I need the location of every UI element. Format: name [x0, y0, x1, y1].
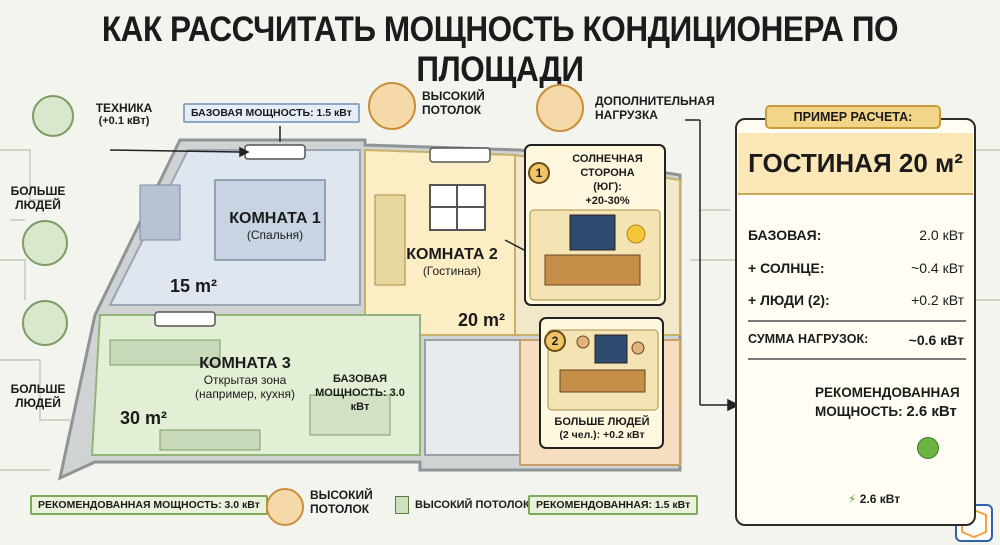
divider-2 — [748, 358, 966, 360]
page-title: КАК РАССЧИТАТЬ МОЩНОСТЬ КОНДИЦИОНЕРА ПО … — [101, 10, 899, 89]
room3-label: КОМНАТА 3 Открытая зона (например, кухня… — [195, 355, 295, 401]
monitor-icon — [569, 214, 616, 251]
people-group-icon — [368, 82, 416, 130]
room1-area: 15 m² — [170, 276, 218, 296]
wardrobe — [139, 184, 181, 241]
room2-recommended-tag: РЕКОМЕНДОВАННАЯ: 1.5 кВт — [528, 495, 699, 515]
more-people-callout: БОЛЬШЕ ЛЮДЕЙ (2 чел.): +0.2 кВт — [554, 416, 650, 441]
room3-base-power: БАЗОВАЯ МОЩНОСТЬ: 3.0 кВт — [315, 373, 405, 413]
callout-1-badge: 1 — [528, 162, 550, 184]
lightning-icon — [917, 437, 939, 459]
bolt-icon: ⚡ — [848, 492, 857, 506]
desk — [544, 254, 641, 286]
room3-recommended-tag: РЕКОМЕНДОВАННАЯ МОЩНОСТЬ: 3.0 кВт — [30, 495, 268, 515]
high-ceiling-bottom-label: ВЫСОКИЙ ПОТОЛОК — [310, 488, 373, 516]
bed — [214, 179, 326, 261]
high-ceiling-inline-label: ВЫСОКИЙ ПОТОЛОК — [415, 499, 530, 511]
corridor — [424, 339, 521, 456]
base-power-tag: БАЗОВАЯ МОЩНОСТЬ: 1.5 кВт — [183, 103, 360, 123]
kitchen-counter — [109, 339, 221, 366]
divider — [748, 320, 966, 322]
ac-room2 — [429, 147, 491, 163]
technics-label: ТЕХНИКА (+0.1 кВт) — [95, 101, 153, 127]
ac-room1 — [244, 144, 306, 160]
building-icon — [395, 496, 409, 514]
example-tag: ПРИМЕР РАСЧЕТА: — [765, 105, 941, 129]
high-ceiling-label: ВЫСОКИЙ ПОТОЛОК — [422, 89, 485, 117]
more-people-label-2: БОЛЬШЕ ЛЮДЕЙ — [10, 382, 66, 410]
room3-area: 30 m² — [120, 408, 168, 428]
extra-load-label: ДОПОЛНИТЕЛЬНАЯ НАГРУЗКА — [595, 94, 715, 122]
example-head: ГОСТИНАЯ 20 м² — [738, 133, 973, 195]
people-bottom-icon — [266, 488, 304, 526]
people-icon — [22, 220, 68, 266]
ac-power-label: ⚡ 2.6 кВт — [848, 492, 901, 506]
ceiling-arrows-icon — [22, 300, 68, 346]
monitor2-icon — [594, 334, 628, 364]
sofa — [374, 194, 406, 286]
recommended-power: РЕКОМЕНДОВАННАЯ МОЩНОСТЬ: 2.6 кВт — [815, 385, 960, 420]
room2-area: 20 m² — [458, 310, 506, 330]
dining-table — [309, 394, 391, 436]
appliance-icon — [32, 95, 74, 137]
callout-2-badge: 2 — [544, 330, 566, 352]
stove-counter — [159, 429, 261, 451]
ac-room3 — [154, 311, 216, 327]
extra-load-icon — [536, 84, 584, 132]
room2-label: КОМНАТА 2 (Гостиная) — [406, 246, 498, 278]
sun-icon — [626, 224, 646, 244]
more-people-label-1: БОЛЬШЕ ЛЮДЕЙ — [10, 184, 66, 212]
solar-label: СОЛНЕЧНАЯ СТОРОНА (ЮГ): +20-30% — [572, 153, 643, 207]
room1-label: КОМНАТА 1 (Спальня) — [229, 210, 321, 242]
